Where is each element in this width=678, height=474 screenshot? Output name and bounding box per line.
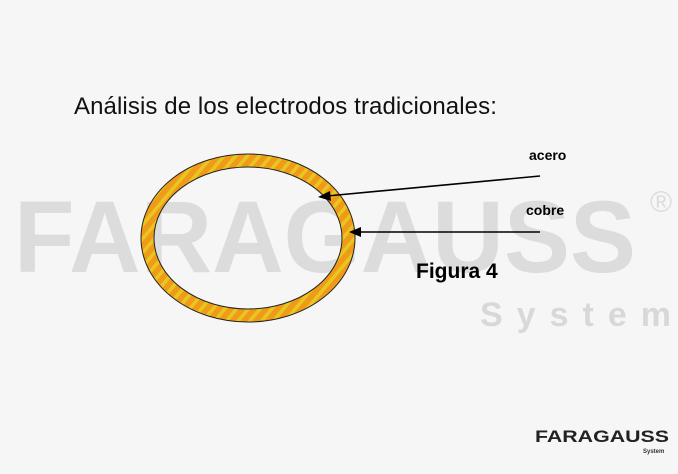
logo-subtitle: System	[643, 449, 664, 455]
label-cobre: cobre	[526, 202, 565, 218]
faragauss-logo: FARAGAUSS System	[535, 427, 669, 455]
arrow-cobre	[349, 227, 540, 237]
electrode-ring-icon	[140, 153, 356, 323]
arrow-left-icon	[318, 191, 331, 201]
slide-title: Análisis de los electrodos tradicionales…	[74, 93, 497, 120]
arrow-left-icon	[349, 227, 361, 237]
arrow-acero	[318, 175, 541, 201]
watermark-subtitle: System	[480, 296, 678, 334]
label-acero: acero	[529, 147, 567, 163]
logo-text: FARAGAUSS	[535, 427, 669, 446]
figure-caption: Figura 4	[416, 260, 498, 283]
watermark-registered: ®	[650, 186, 672, 219]
